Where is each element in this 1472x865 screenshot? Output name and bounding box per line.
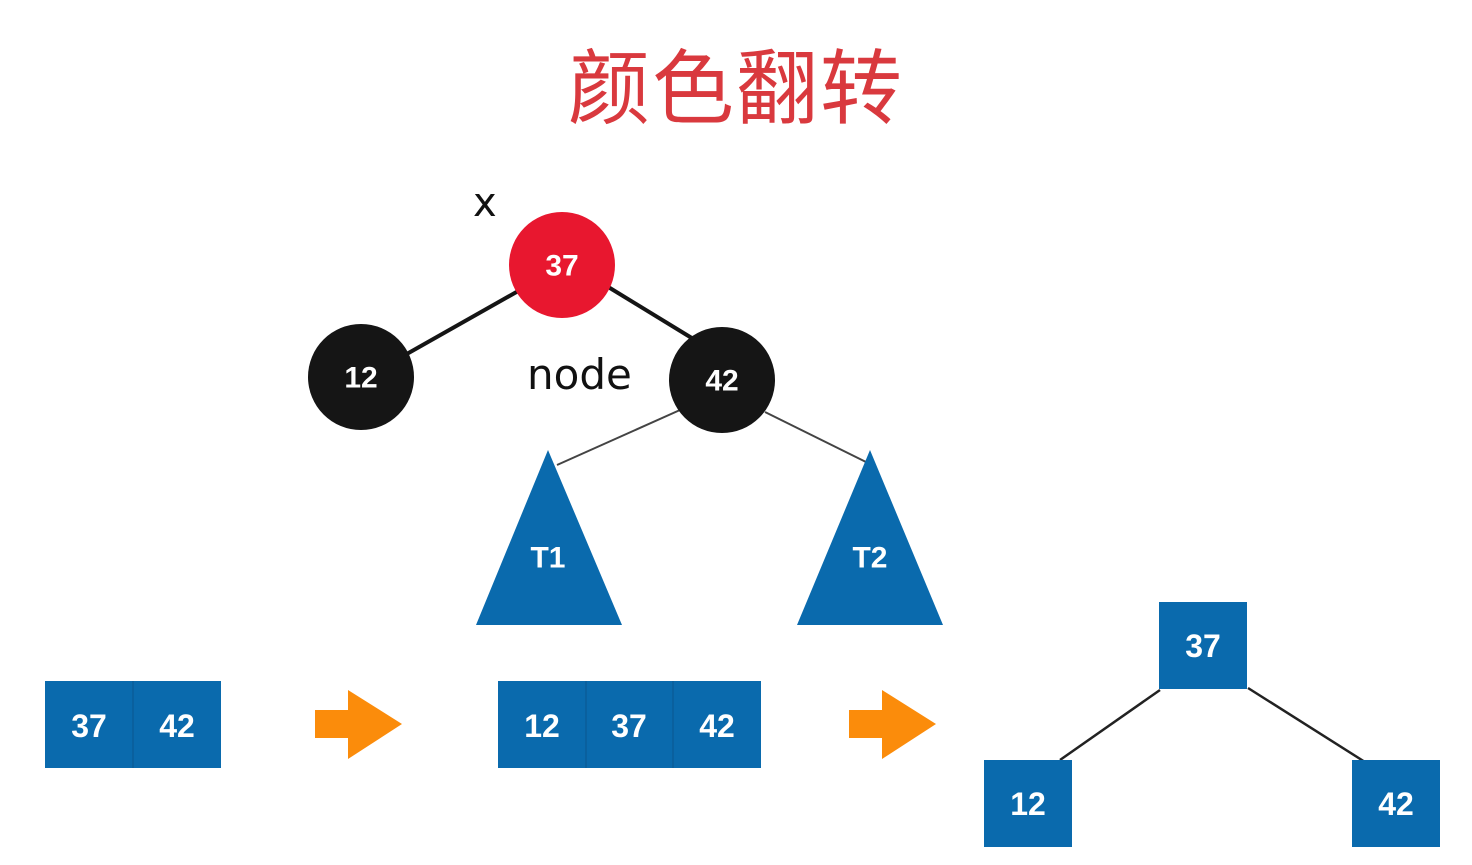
edge-root-left xyxy=(404,288,521,357)
rb-node-left: 12 xyxy=(308,324,414,430)
key-cell: 37 xyxy=(611,708,647,744)
edge-right-t1 xyxy=(556,409,681,466)
node-pointer-label: node xyxy=(527,350,632,399)
key-cell: 42 xyxy=(699,708,735,744)
split-node-root: 37 xyxy=(1159,602,1247,689)
arrow-right-icon xyxy=(315,690,402,759)
node-value: 12 xyxy=(1010,786,1046,822)
node-value: 37 xyxy=(545,250,578,283)
rb-node-root: 37 xyxy=(509,212,615,318)
split-node-right: 42 xyxy=(1352,760,1440,847)
subtree-label: T2 xyxy=(852,542,887,575)
two-node-box: 37 42 xyxy=(45,681,221,768)
node-value: 42 xyxy=(705,365,738,398)
subtree-label: T1 xyxy=(530,542,565,575)
node-value: 42 xyxy=(1378,786,1414,822)
edge-split-right xyxy=(1247,686,1366,764)
key-cell: 42 xyxy=(159,708,195,744)
edge-root-right xyxy=(603,283,697,342)
key-cell: 37 xyxy=(71,708,107,744)
key-cell: 12 xyxy=(524,708,560,744)
page-title: 颜色翻转 xyxy=(567,42,904,137)
rb-node-right: 42 xyxy=(669,327,775,433)
node-value: 37 xyxy=(1185,628,1221,664)
node-value: 12 xyxy=(344,362,377,395)
split-node-left: 12 xyxy=(984,760,1072,847)
subtree-t1: T1 xyxy=(476,450,622,625)
three-node-box: 12 37 42 xyxy=(498,681,761,768)
arrow-right-icon xyxy=(849,690,936,759)
subtree-t2: T2 xyxy=(797,450,943,625)
edge-right-t2 xyxy=(764,411,867,463)
root-pointer-label: x xyxy=(473,180,497,226)
edge-split-left xyxy=(1059,688,1161,762)
